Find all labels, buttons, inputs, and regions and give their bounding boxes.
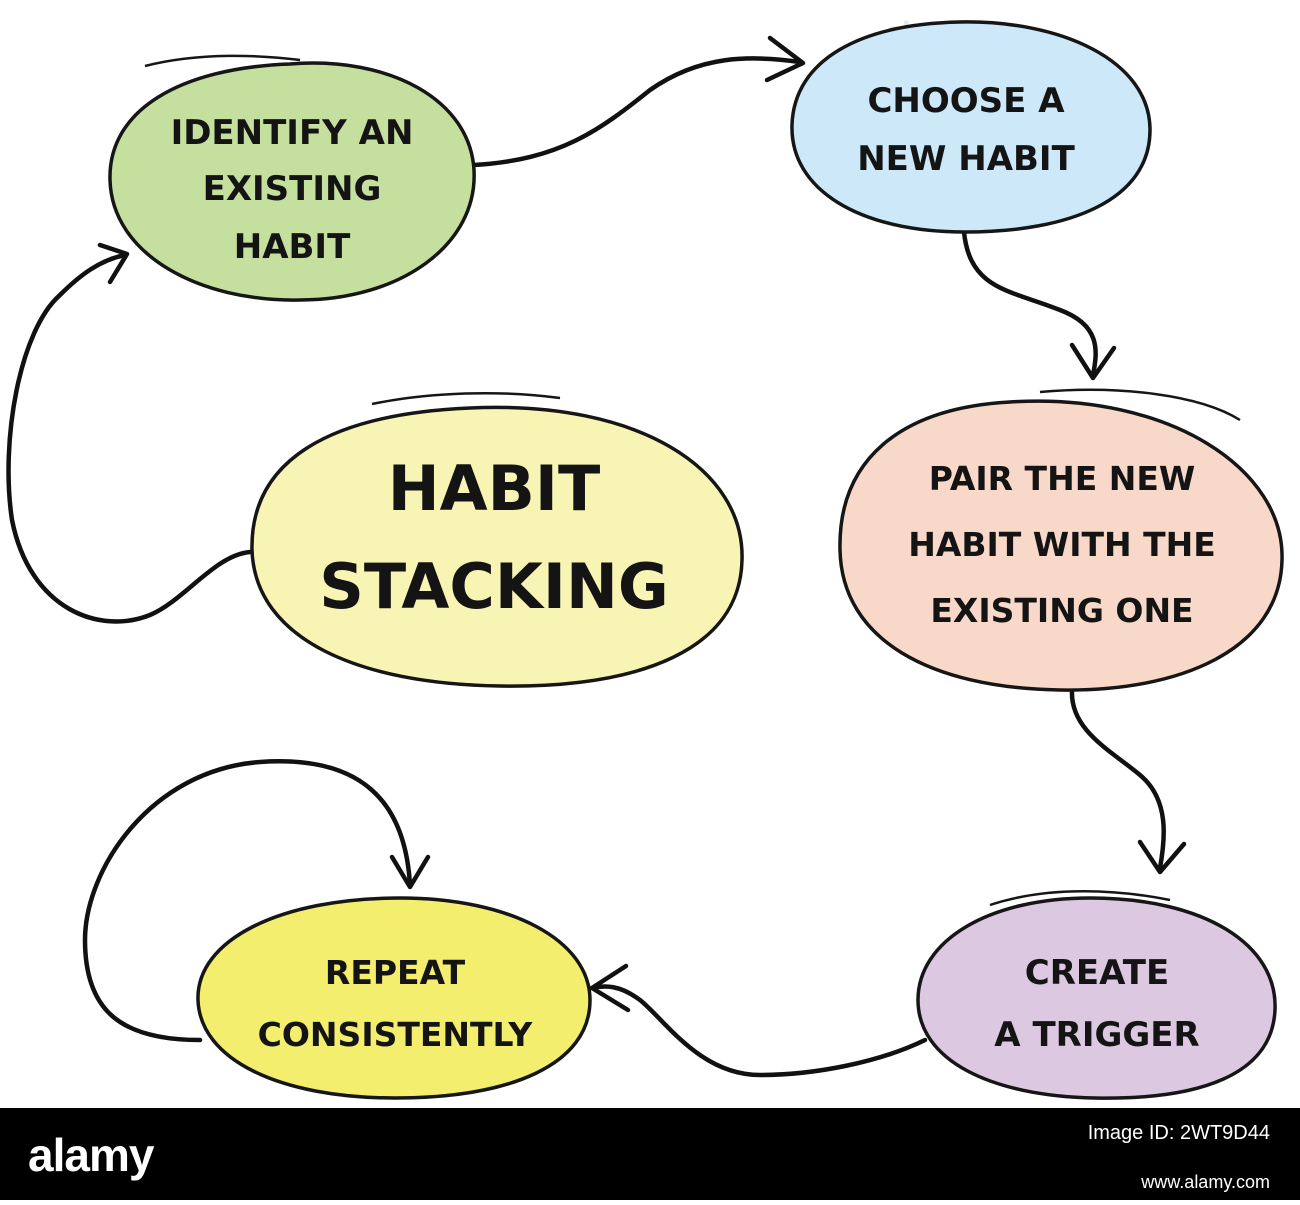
node-pair-shape <box>838 399 1284 692</box>
node-identify-shape <box>108 61 476 302</box>
footer-logo: alamy <box>28 1129 154 1181</box>
connector-arrows <box>6 35 1187 1078</box>
node-pair-label-line1: PAIR THE NEW <box>929 459 1196 498</box>
node-pair-outline-stroke <box>1039 388 1241 422</box>
footer-image-id-label: Image ID: 2WT9D44 <box>1087 1122 1270 1144</box>
node-identify-label-line1: IDENTIFY AN <box>171 113 414 153</box>
center-title-line1: HABIT <box>388 452 601 525</box>
step-repeat: REPEAT CONSISTENTLY <box>196 896 592 1100</box>
node-trigger-shape <box>916 896 1277 1100</box>
arrow-head-center-to-identify <box>97 242 130 285</box>
node-repeat-label-line1: REPEAT <box>325 953 466 992</box>
node-pair-label-line3: EXISTING ONE <box>930 591 1193 630</box>
footer-bar: alamy Image ID: 2WT9D44 www.alamy.com <box>0 1108 1300 1200</box>
node-choose-label-line2: NEW HABIT <box>857 139 1075 179</box>
arrow-head-identify-to-choose <box>764 35 806 83</box>
node-identify-outline-stroke <box>144 54 301 68</box>
arrow-repeat-loop <box>82 759 413 1043</box>
arrow-head-trigger-to-repeat <box>589 963 631 1013</box>
center-node: HABIT STACKING <box>250 391 744 688</box>
arrow-choose-to-pair <box>961 229 1098 378</box>
node-trigger-outline-stroke <box>989 890 1171 907</box>
node-choose-label-line1: CHOOSE A <box>867 81 1065 121</box>
footer-url[interactable]: www.alamy.com <box>1141 1172 1270 1192</box>
footer-image-id: Image ID: 2WT9D44 <box>1088 1122 1270 1145</box>
node-repeat-label-line2: CONSISTENTLY <box>258 1015 534 1054</box>
arrow-head-pair-to-trigger <box>1137 839 1187 875</box>
arrow-pair-to-trigger <box>1069 687 1167 871</box>
node-trigger-label-line1: CREATE <box>1025 953 1169 993</box>
node-pair-label-line2: HABIT WITH THE <box>908 525 1216 564</box>
step-trigger: CREATE A TRIGGER <box>916 890 1277 1100</box>
arrow-head-repeat-loop <box>389 854 431 890</box>
step-choose: CHOOSE A NEW HABIT <box>790 20 1152 234</box>
center-node-outline-stroke <box>371 391 561 406</box>
center-node-shape <box>250 405 744 688</box>
node-repeat-shape <box>196 896 592 1100</box>
center-title-line2: STACKING <box>319 550 669 623</box>
arrow-identify-to-choose <box>471 56 803 168</box>
step-pair: PAIR THE NEW HABIT WITH THE EXISTING ONE <box>838 388 1284 692</box>
arrow-trigger-to-repeat-line <box>589 984 928 1078</box>
arrow-head-choose-to-pair <box>1069 342 1117 381</box>
node-trigger-label-line2: A TRIGGER <box>994 1015 1199 1055</box>
node-identify-label-line3: HABIT <box>234 227 351 267</box>
arrow-center-to-identify <box>6 252 253 624</box>
step-identify: IDENTIFY AN EXISTING HABIT <box>108 54 476 302</box>
node-identify-label-line2: EXISTING <box>203 169 382 209</box>
node-choose-shape <box>790 20 1152 234</box>
